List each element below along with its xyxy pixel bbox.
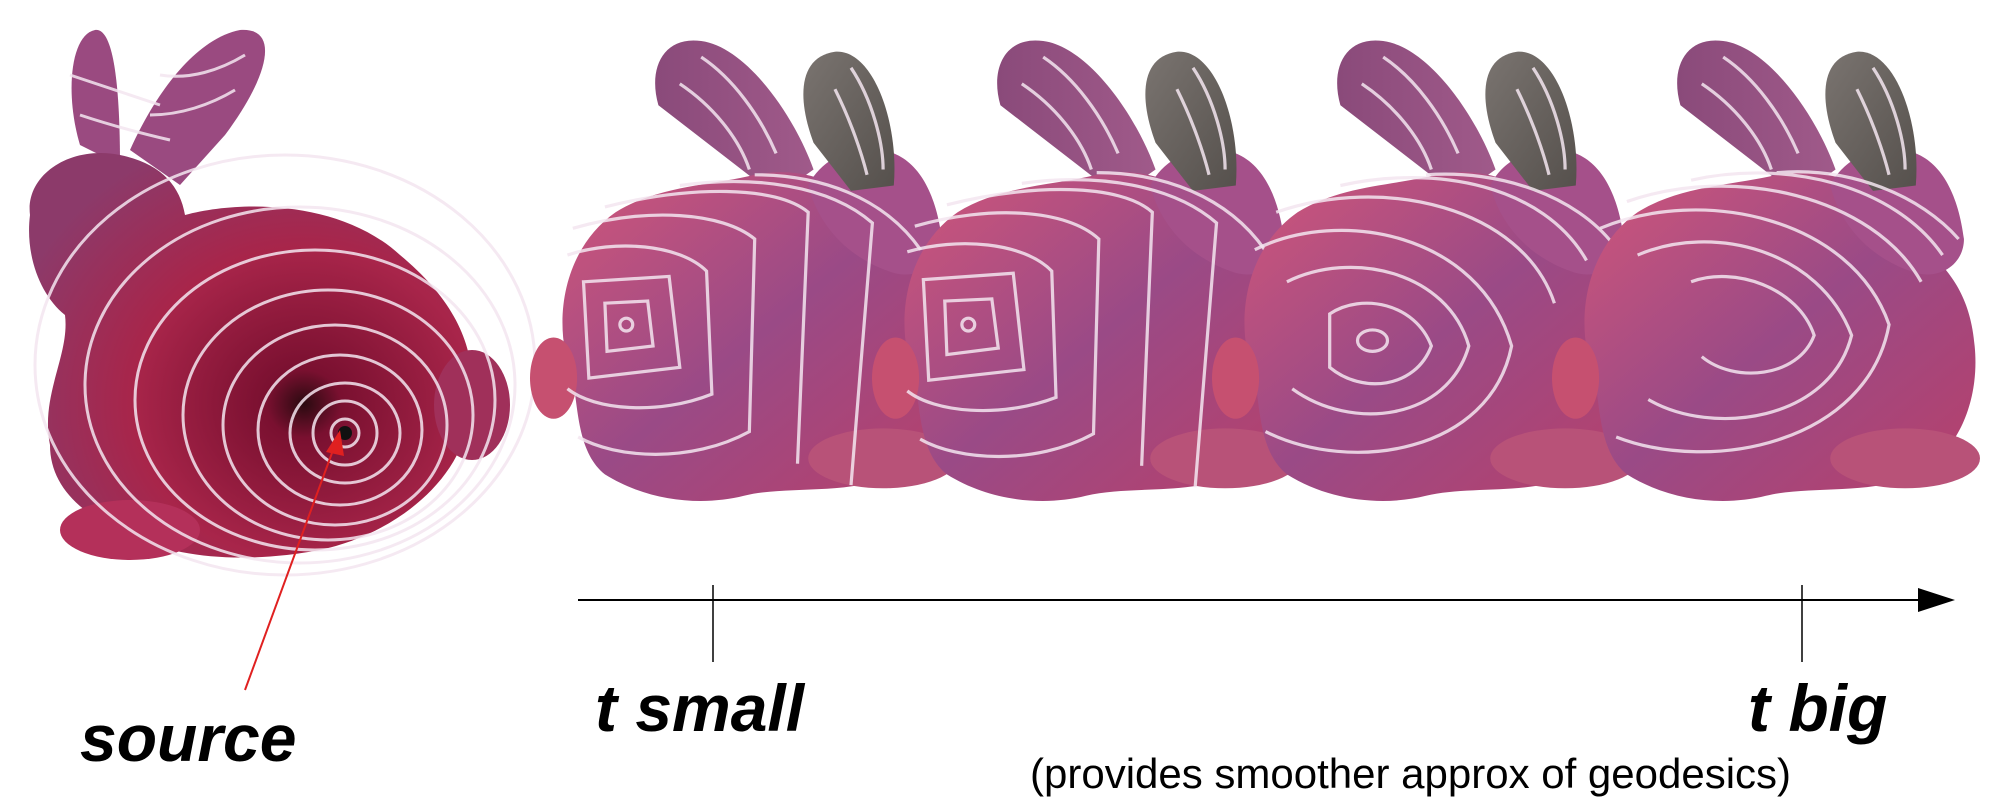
source-bunny [29,30,535,575]
t-big-label: t big [1748,670,1887,746]
smoother-approx-note: (provides smoother approx of geodesics) [1030,750,1791,798]
bunny-3 [1212,40,1640,501]
bunny-4 [1552,40,1980,501]
bunny-2 [872,40,1300,501]
source-label: source [80,700,296,776]
bunny-1 [530,40,958,501]
t-small-label: t small [595,670,804,746]
t-axis-arrowhead [1918,588,1955,612]
